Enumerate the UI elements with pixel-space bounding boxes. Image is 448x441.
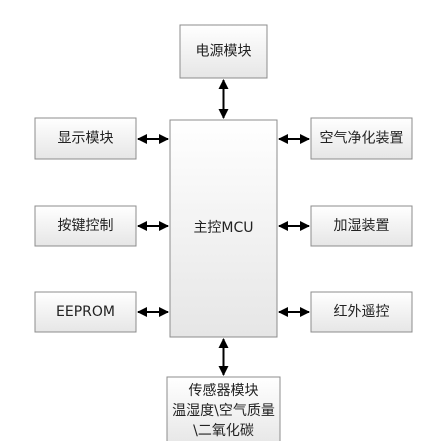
key-control-block: 按键控制	[34, 205, 137, 247]
eeprom-label: EEPROM	[56, 304, 115, 320]
display-module-block: 显示模块	[34, 117, 137, 160]
power-module-block: 电源模块	[179, 24, 268, 79]
sensor-module-label-line2: 温湿度\空气质量	[172, 403, 275, 419]
key-control-label: 按键控制	[58, 218, 114, 234]
sensor-module-label-line1: 传感器模块	[189, 382, 259, 399]
power-module-label: 电源模块	[196, 44, 252, 60]
air-purifier-block: 空气净化装置	[310, 117, 413, 160]
sensor-module-label-line3: \二氧化碳	[193, 423, 254, 439]
humidifier-block: 加湿装置	[310, 205, 413, 247]
mcu-block: 主控MCU	[169, 119, 278, 338]
mcu-label: 主控MCU	[193, 220, 253, 236]
sensor-module-block: 传感器模块 温湿度\空气质量 \二氧化碳	[166, 376, 281, 441]
infrared-remote-label: 红外遥控	[334, 304, 390, 320]
humidifier-label: 加湿装置	[334, 218, 390, 234]
display-module-label: 显示模块	[58, 131, 114, 147]
air-purifier-label: 空气净化装置	[320, 131, 404, 147]
infrared-remote-block: 红外遥控	[310, 291, 413, 333]
eeprom-block: EEPROM	[34, 291, 137, 333]
